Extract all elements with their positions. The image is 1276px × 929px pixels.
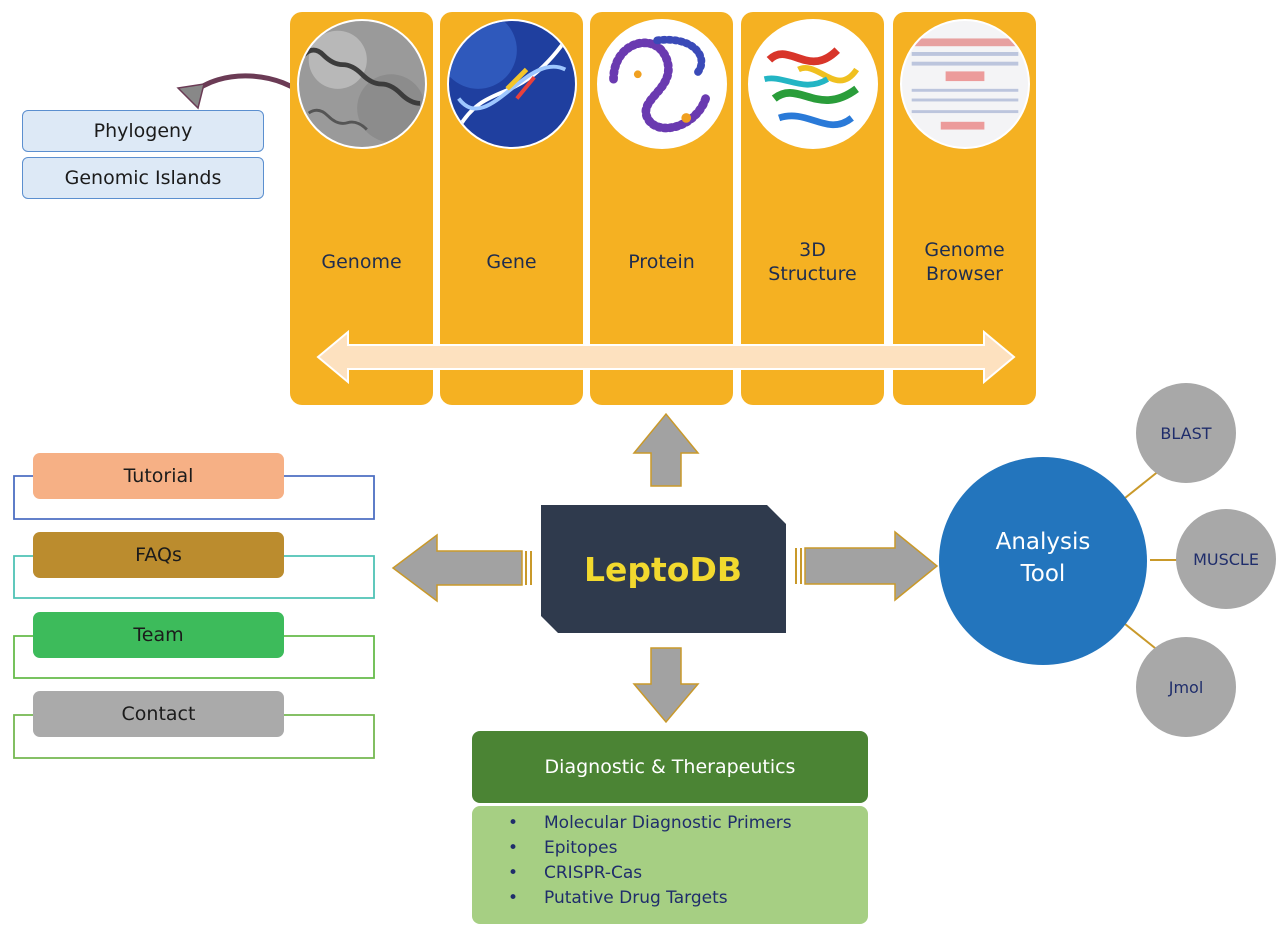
blast-connector bbox=[1119, 469, 1161, 503]
gene-thumbnail bbox=[446, 19, 577, 149]
tutorial-bracket bbox=[13, 475, 375, 520]
module-label: Gene bbox=[486, 251, 537, 273]
muscle-label[interactable]: MUSCLE bbox=[1193, 549, 1259, 569]
item-label: Putative Drug Targets bbox=[544, 888, 728, 908]
genomic-islands-link[interactable]: Genomic Islands bbox=[22, 157, 264, 199]
protein-thumbnail bbox=[596, 19, 727, 149]
faqs-bracket bbox=[13, 555, 375, 599]
contact-button[interactable]: Contact bbox=[33, 691, 284, 737]
item-label: Molecular Diagnostic Primers bbox=[544, 813, 792, 833]
diagnostic-therapeutics-header[interactable]: Diagnostic & Therapeutics bbox=[472, 731, 868, 803]
genome-thumbnail bbox=[296, 19, 427, 149]
double-arrow bbox=[316, 330, 1016, 384]
list-item[interactable]: •CRISPR-Cas bbox=[494, 861, 868, 886]
jmol-circle[interactable] bbox=[1136, 637, 1236, 737]
module-label: Genome bbox=[321, 251, 402, 273]
team-bracket bbox=[13, 635, 375, 679]
blast-circle[interactable] bbox=[1136, 383, 1236, 483]
list-item[interactable]: •Epitopes bbox=[494, 836, 868, 861]
module-3d-structure[interactable]: 3D Structure bbox=[741, 12, 884, 405]
list-item[interactable]: •Putative Drug Targets bbox=[494, 886, 868, 911]
item-label: CRISPR-Cas bbox=[544, 863, 643, 883]
team-button[interactable]: Team bbox=[33, 612, 284, 658]
jmol-connector bbox=[1119, 619, 1161, 653]
module-label: Protein bbox=[628, 251, 695, 273]
diagnostic-items-list: •Molecular Diagnostic Primers •Epitopes … bbox=[472, 806, 868, 924]
module-genome-browser[interactable]: Genome Browser bbox=[893, 12, 1036, 405]
structure-thumbnail bbox=[747, 19, 878, 149]
leptodb-title[interactable]: LeptoDB bbox=[583, 549, 743, 589]
module-label: 3D Structure bbox=[768, 239, 857, 285]
module-genome[interactable]: Genome bbox=[290, 12, 433, 405]
up-arrow bbox=[632, 412, 700, 487]
phylogeny-link[interactable]: Phylogeny bbox=[22, 110, 264, 152]
left-arrow bbox=[391, 533, 532, 603]
blast-label[interactable]: BLAST bbox=[1160, 423, 1212, 443]
jmol-label[interactable]: Jmol bbox=[1168, 677, 1204, 697]
list-item[interactable]: •Molecular Diagnostic Primers bbox=[494, 811, 868, 836]
item-label: Epitopes bbox=[544, 838, 618, 858]
tutorial-button[interactable]: Tutorial bbox=[33, 453, 284, 499]
module-label: Genome Browser bbox=[924, 239, 1005, 285]
muscle-circle[interactable] bbox=[1176, 509, 1276, 609]
right-arrow bbox=[795, 530, 939, 602]
module-gene[interactable]: Gene bbox=[440, 12, 583, 405]
module-protein[interactable]: Protein bbox=[590, 12, 733, 405]
leptodb-box[interactable] bbox=[541, 505, 786, 633]
analysis-tool-label: Analysis Tool bbox=[995, 529, 1091, 587]
analysis-tool-circle[interactable] bbox=[939, 457, 1147, 665]
browser-thumbnail bbox=[899, 19, 1030, 149]
contact-bracket bbox=[13, 714, 375, 759]
down-arrow bbox=[632, 647, 700, 724]
faqs-button[interactable]: FAQs bbox=[33, 532, 284, 578]
